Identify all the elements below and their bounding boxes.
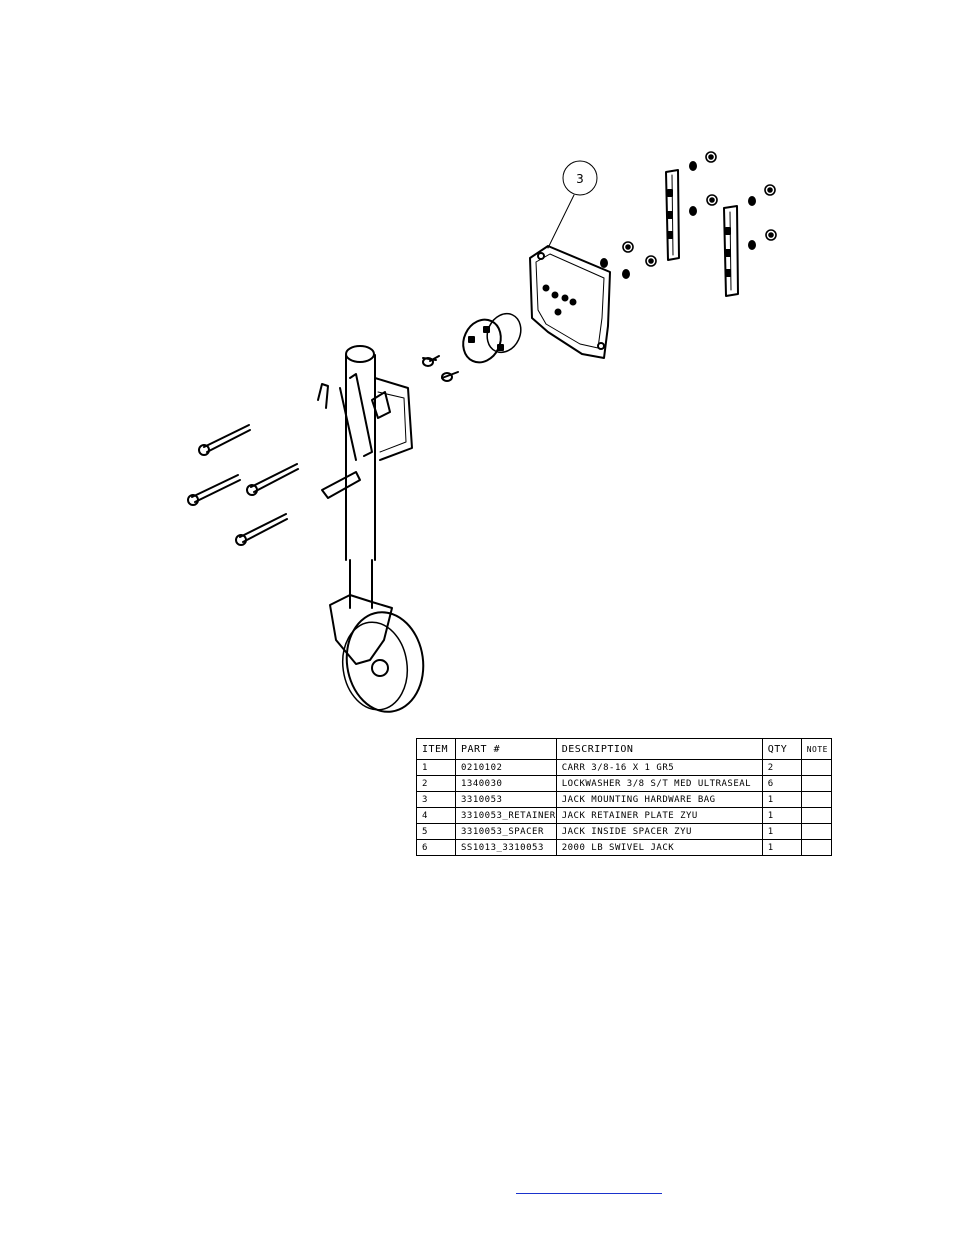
bom-header-description: DESCRIPTION xyxy=(555,738,763,760)
hex-nuts xyxy=(622,151,777,267)
table-row: 3 3310053 JACK MOUNTING HARDWARE BAG 1 xyxy=(416,791,832,808)
mounting-plate xyxy=(529,245,611,359)
swivel-jack xyxy=(317,345,425,713)
bom-header-row: ITEM PART # DESCRIPTION QTY NOTE xyxy=(416,738,832,760)
bom-description: CARR 3/8-16 X 1 GR5 xyxy=(555,759,763,776)
callout-label: 3 xyxy=(576,172,584,186)
bom-qty: 1 xyxy=(761,823,802,840)
bom-part: 0210102 xyxy=(455,759,557,776)
bom-qty: 2 xyxy=(761,759,802,776)
bom-note xyxy=(800,775,832,792)
bom-note xyxy=(800,823,832,840)
bom-description: JACK INSIDE SPACER ZYU xyxy=(555,823,763,840)
bom-header-note: NOTE xyxy=(800,738,832,760)
bom-qty: 1 xyxy=(761,839,802,856)
bom-part: 1340030 xyxy=(455,775,557,792)
bom-qty: 1 xyxy=(761,807,802,824)
bom-note xyxy=(800,759,832,776)
bom-header-part: PART # xyxy=(455,738,557,760)
bom-qty: 6 xyxy=(761,775,802,792)
table-row: 4 3310053_RETAINER JACK RETAINER PLATE Z… xyxy=(416,807,832,824)
bom-note xyxy=(800,807,832,824)
bom-item: 4 xyxy=(416,807,456,824)
bom-part: 3310053_SPACER xyxy=(455,823,557,840)
spacer-channel-right xyxy=(723,205,739,297)
bom-qty: 1 xyxy=(761,791,802,808)
bom-header-item: ITEM xyxy=(416,738,456,760)
bom-description: LOCKWASHER 3/8 S/T MED ULTRASEAL xyxy=(555,775,763,792)
carriage-bolts xyxy=(422,355,459,382)
bom-note xyxy=(800,839,832,856)
bom-part: 3310053_RETAINER xyxy=(455,807,557,824)
bom-note xyxy=(800,791,832,808)
bom-description: JACK MOUNTING HARDWARE BAG xyxy=(555,791,763,808)
footer-hyperlink[interactable] xyxy=(516,1185,662,1194)
retainer-plate xyxy=(462,312,522,364)
bom-item: 5 xyxy=(416,823,456,840)
table-row: 6 SS1013_3310053 2000 LB SWIVEL JACK 1 xyxy=(416,839,832,856)
table-row: 2 1340030 LOCKWASHER 3/8 S/T MED ULTRASE… xyxy=(416,775,832,792)
hex-bolts xyxy=(187,424,299,546)
bom-description: JACK RETAINER PLATE ZYU xyxy=(555,807,763,824)
bom-description: 2000 LB SWIVEL JACK xyxy=(555,839,763,856)
bom-item: 1 xyxy=(416,759,456,776)
bill-of-materials-table: ITEM PART # DESCRIPTION QTY NOTE 1 02101… xyxy=(416,738,832,856)
lockwashers xyxy=(600,161,756,279)
bom-part: 3310053 xyxy=(455,791,557,808)
bom-item: 6 xyxy=(416,839,456,856)
callout-balloon: 3 xyxy=(547,160,598,249)
spacer-channel-left xyxy=(665,169,680,261)
exploded-assembly-drawing: 3 xyxy=(187,151,777,713)
bom-header-qty: QTY xyxy=(761,738,802,760)
bom-part: SS1013_3310053 xyxy=(455,839,557,856)
table-row: 5 3310053_SPACER JACK INSIDE SPACER ZYU … xyxy=(416,823,832,840)
bom-item: 3 xyxy=(416,791,456,808)
table-row: 1 0210102 CARR 3/8-16 X 1 GR5 2 xyxy=(416,759,832,776)
bom-item: 2 xyxy=(416,775,456,792)
